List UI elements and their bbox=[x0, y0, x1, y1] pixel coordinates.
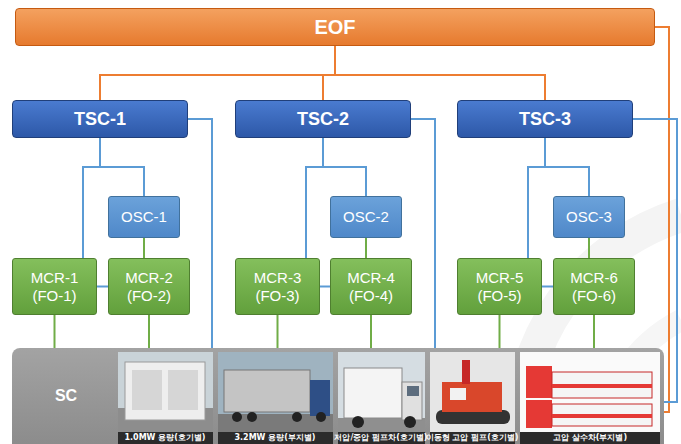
control-room-box: MCR-6 (FO-6) bbox=[553, 258, 635, 315]
connector-line bbox=[323, 46, 335, 100]
equipment-photos bbox=[12, 348, 664, 444]
swirl-arc bbox=[520, 215, 681, 444]
photo-sky bbox=[218, 352, 333, 444]
control-room-box: MCR-5 (FO-5) bbox=[457, 258, 542, 315]
room-label: MCR-6 (FO-6) bbox=[558, 269, 630, 304]
connector-line bbox=[411, 119, 435, 348]
connector-line bbox=[542, 286, 553, 288]
truck-cab bbox=[310, 380, 330, 416]
trailer-body bbox=[224, 370, 310, 412]
control-room-box: MCR-2 (FO-2) bbox=[108, 258, 190, 315]
truck-body bbox=[344, 368, 402, 418]
control-room-box: MCR-4 (FO-4) bbox=[330, 258, 412, 315]
box-label: SC bbox=[16, 387, 116, 405]
connector-line bbox=[83, 138, 100, 258]
connector-line bbox=[370, 315, 372, 348]
connector-line bbox=[593, 315, 595, 348]
connector-line bbox=[588, 238, 590, 258]
truck-body bbox=[552, 404, 652, 426]
wheel bbox=[404, 416, 416, 428]
connector-line bbox=[100, 46, 335, 100]
box-label: TSC-1 bbox=[74, 109, 126, 130]
photo-sky bbox=[338, 352, 425, 444]
pump-truck-photo bbox=[338, 352, 425, 444]
pump-body bbox=[442, 382, 502, 412]
control-room-box: MCR-1 (FO-1) bbox=[12, 258, 97, 315]
box-label: TSC-3 bbox=[519, 109, 571, 130]
connector-line bbox=[323, 138, 366, 196]
wheel bbox=[316, 412, 326, 422]
connector-line bbox=[528, 138, 545, 258]
pump-arm bbox=[462, 360, 470, 384]
box-label: TSC-2 bbox=[297, 109, 349, 130]
equipment-caption: 이동형 고압 펌프(호기별) bbox=[426, 433, 519, 443]
room-label: MCR-1 (FO-1) bbox=[17, 269, 92, 304]
box-label: OSC-1 bbox=[121, 208, 167, 225]
fire-truck-photo bbox=[520, 352, 660, 444]
connector-line bbox=[365, 238, 367, 258]
equipment-caption: 고압 살수차(부지별) bbox=[553, 433, 627, 443]
center-box: TSC-1 bbox=[12, 100, 188, 138]
equipment-caption: 저압/중압 펌프차(호기별) bbox=[334, 433, 427, 443]
trailer-generator-photo bbox=[218, 352, 333, 444]
generator-body bbox=[125, 362, 205, 420]
control-room-box: MCR-3 (FO-3) bbox=[235, 258, 320, 315]
support-band: SC bbox=[12, 348, 664, 444]
connector-line bbox=[545, 138, 589, 196]
generator-vent bbox=[132, 370, 162, 410]
box-label: OSC-2 bbox=[343, 208, 389, 225]
truck-cab bbox=[526, 366, 552, 398]
generator-vent bbox=[168, 370, 198, 410]
wheel bbox=[352, 416, 364, 428]
room-label: MCR-5 (FO-5) bbox=[462, 269, 537, 304]
photo-sky bbox=[118, 352, 213, 444]
connector-line bbox=[306, 138, 323, 258]
wheel bbox=[292, 412, 302, 422]
equipment-caption: 1.0MW 용량(호기별) bbox=[124, 433, 205, 443]
pump-panel bbox=[450, 388, 466, 400]
center-box: EOF bbox=[15, 8, 655, 46]
connector-line bbox=[100, 138, 144, 196]
center-box: TSC-2 bbox=[235, 100, 411, 138]
connector-line bbox=[54, 315, 56, 348]
caption-strip bbox=[520, 432, 660, 444]
photo-sky bbox=[430, 352, 515, 444]
truck-body bbox=[552, 372, 652, 398]
mobile-pump-photo bbox=[430, 352, 515, 444]
caption-strip bbox=[218, 432, 333, 444]
center-box: OSC-3 bbox=[553, 196, 625, 238]
wheel bbox=[232, 412, 242, 422]
connector-line bbox=[188, 119, 212, 348]
room-label: MCR-4 (FO-4) bbox=[335, 269, 407, 304]
truck-cab bbox=[526, 400, 552, 428]
wheel bbox=[247, 412, 257, 422]
caption-strip bbox=[118, 432, 213, 444]
connector-line bbox=[143, 238, 145, 258]
center-box: OSC-1 bbox=[108, 196, 180, 238]
connector-line bbox=[277, 315, 279, 348]
room-label: MCR-2 (FO-2) bbox=[113, 269, 185, 304]
generator-photo bbox=[118, 352, 213, 444]
connector-line bbox=[97, 286, 108, 288]
truck-cab bbox=[402, 382, 422, 420]
connector-line bbox=[335, 46, 545, 100]
equipment-caption: 3.2MW 용량(부지별) bbox=[234, 433, 315, 443]
box-label: OSC-3 bbox=[566, 208, 612, 225]
connector-line bbox=[499, 315, 501, 348]
box-label: EOF bbox=[314, 16, 355, 39]
connector-line bbox=[320, 286, 330, 288]
truck-stripe bbox=[552, 384, 652, 388]
center-box: TSC-3 bbox=[457, 100, 633, 138]
room-label: MCR-3 (FO-3) bbox=[240, 269, 315, 304]
cab-window bbox=[407, 386, 419, 396]
pump-track bbox=[436, 410, 510, 424]
center-box: OSC-2 bbox=[330, 196, 402, 238]
connector-line bbox=[148, 315, 150, 348]
truck-stripe bbox=[552, 414, 652, 418]
photo-sky bbox=[520, 352, 660, 444]
